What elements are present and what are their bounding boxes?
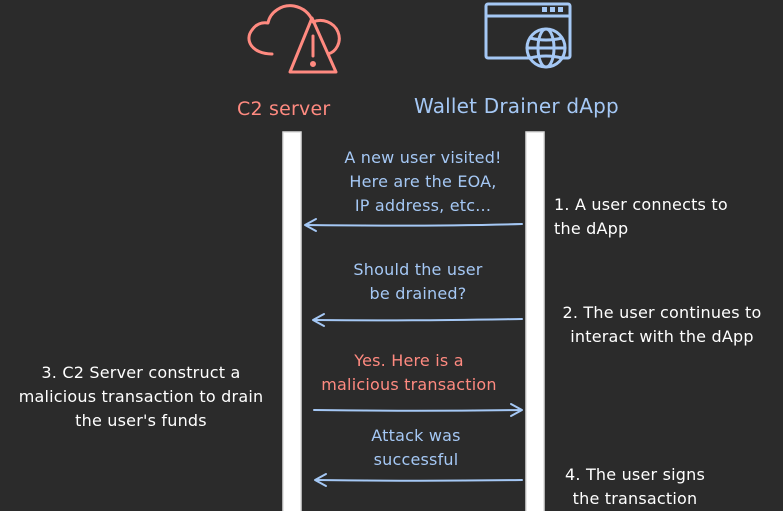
step-2-user-continues: 2. The user continues to interact with t…	[562, 303, 762, 346]
step-4-user-signs: 4. The user signs the transaction	[565, 465, 705, 508]
message-should-drain: Should the user be drained?	[353, 260, 483, 303]
step-3-c2-constructs: 3. C2 Server construct a malicious trans…	[18, 363, 264, 430]
cloud-warning-icon	[247, 4, 341, 74]
arrow-m1	[304, 218, 523, 232]
arrow-m4	[314, 473, 523, 487]
c2-lifeline	[282, 131, 302, 511]
message-new-user-visited: A new user visited! Here are the EOA, IP…	[344, 148, 502, 215]
wallet-drainer-dapp-label: Wallet Drainer dApp	[414, 94, 619, 118]
step-1-user-connects: 1. A user connects to the dApp	[554, 195, 728, 238]
browser-globe-icon	[484, 2, 572, 69]
message-malicious-transaction: Yes. Here is a malicious transaction	[321, 351, 497, 394]
dapp-lifeline	[525, 131, 545, 511]
message-attack-successful: Attack was successful	[371, 426, 461, 469]
arrow-m2	[312, 313, 523, 327]
c2-server-label: C2 server	[237, 98, 331, 120]
arrow-m3	[313, 403, 523, 417]
